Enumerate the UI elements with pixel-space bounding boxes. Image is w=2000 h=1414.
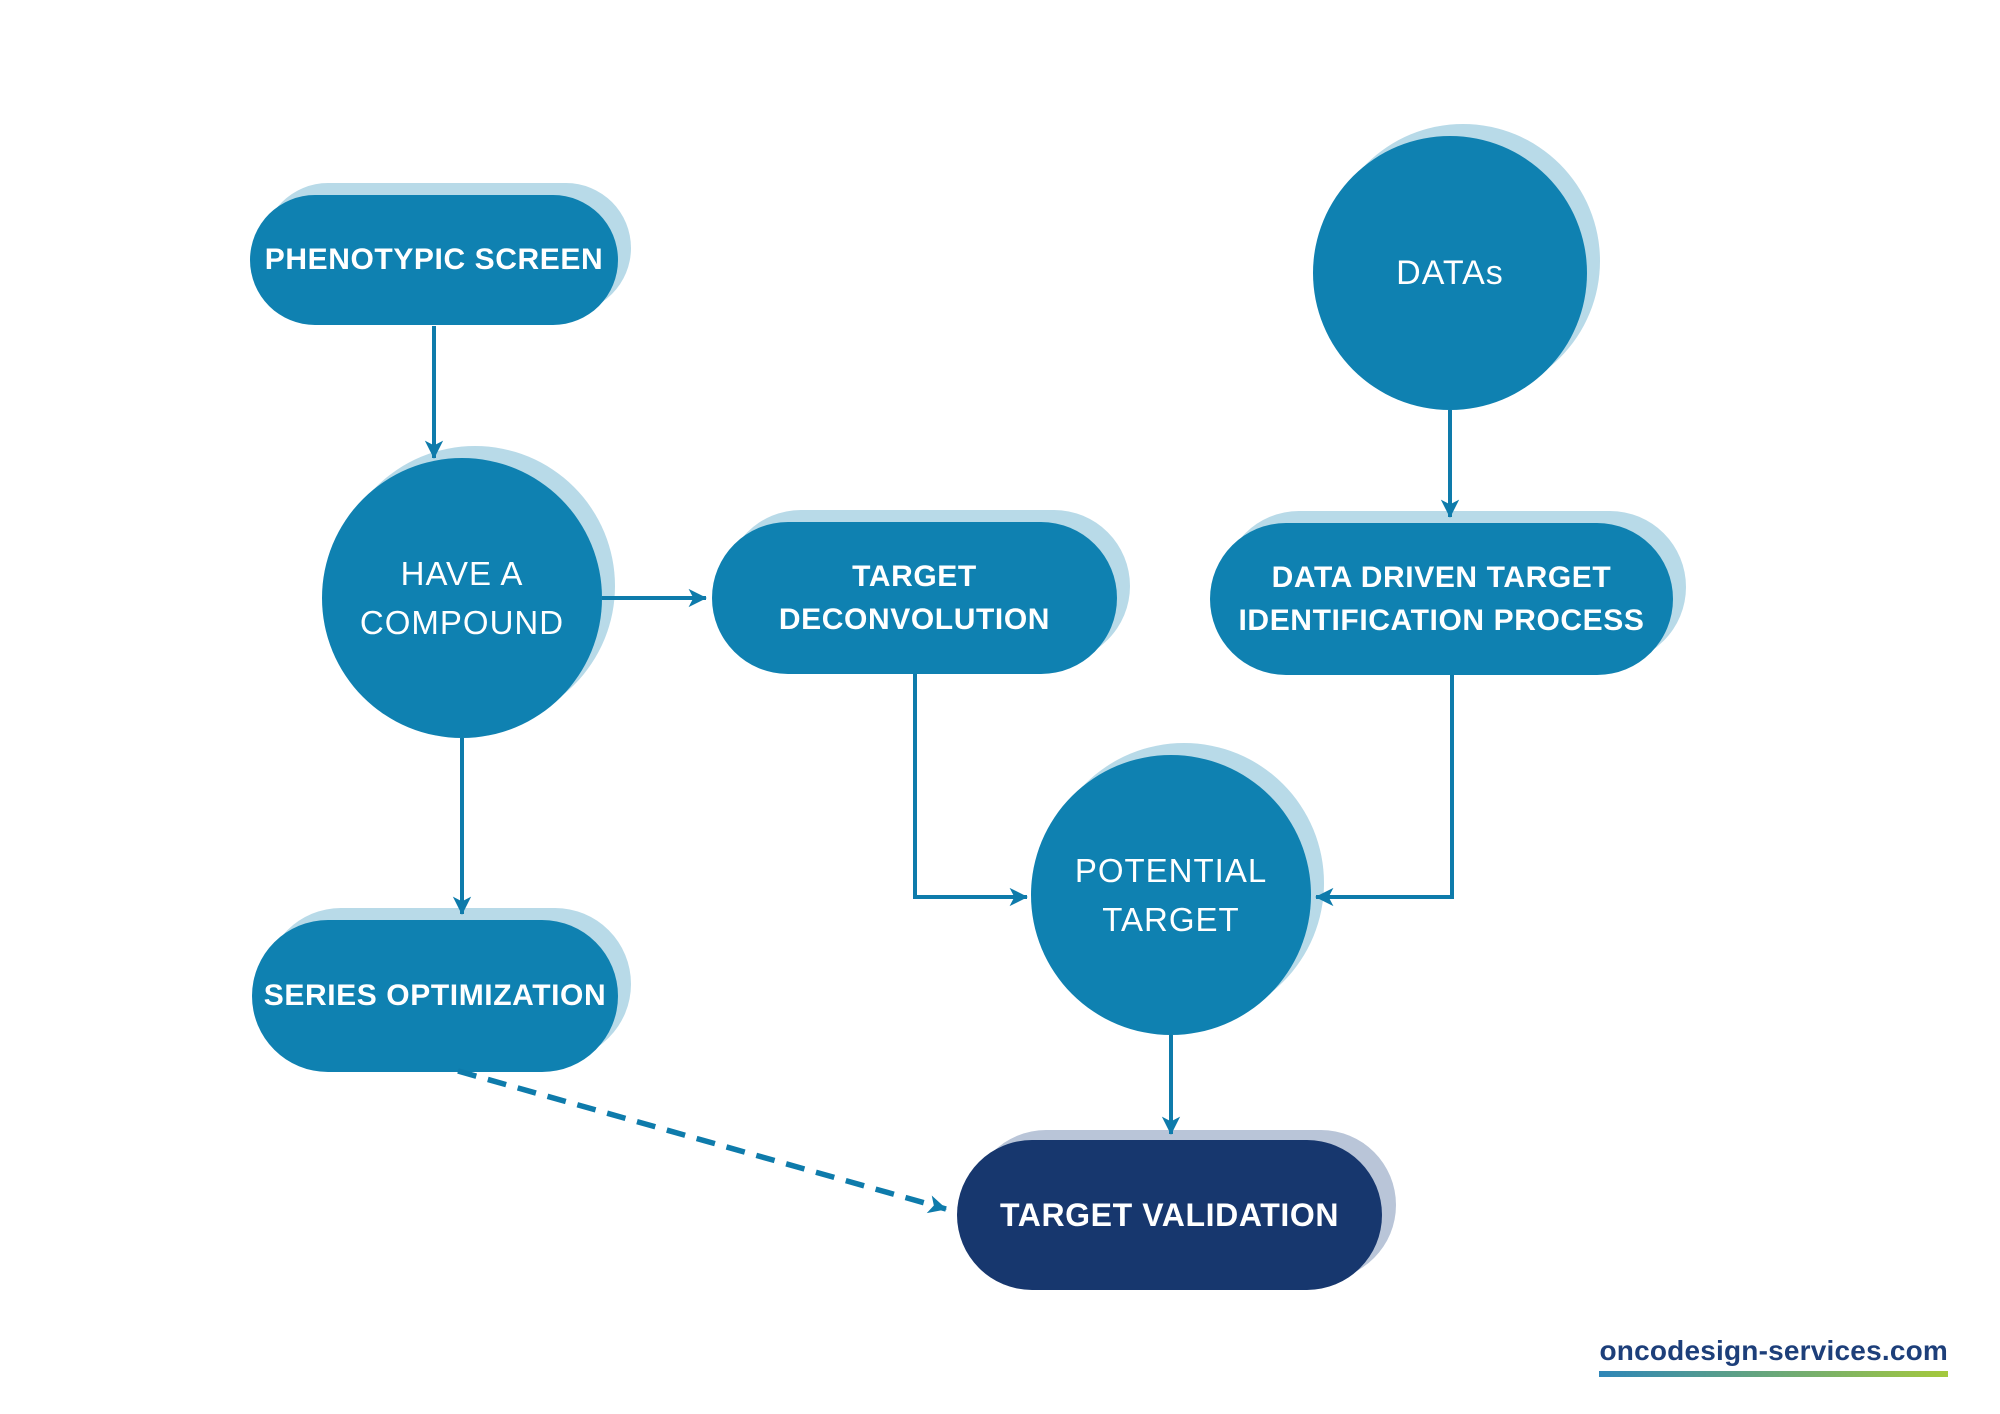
node-target-deconvolution: TARGET DECONVOLUTION xyxy=(712,522,1117,674)
connector-datadriven-to-potential xyxy=(1315,675,1454,907)
node-phenotypic-screen: PHENOTYPIC SCREEN xyxy=(250,195,618,325)
node-datas-label: DATAs xyxy=(1396,253,1504,292)
connector-deconvolution-to-potential xyxy=(913,674,1028,907)
node-potential-target: POTENTIAL TARGET xyxy=(1031,755,1311,1035)
node-data-driven-target-identification: DATA DRIVEN TARGET IDENTIFICATION PROCES… xyxy=(1210,523,1673,675)
node-have-a-compound: HAVE A COMPOUND xyxy=(322,458,602,738)
node-phenotypic-screen-label: PHENOTYPIC SCREEN xyxy=(264,243,604,277)
footer: oncodesign-services.com xyxy=(1599,1335,1948,1377)
node-have-a-compound-label: HAVE A COMPOUND xyxy=(359,554,565,642)
node-datas: DATAs xyxy=(1313,136,1587,410)
node-data-driven-label: DATA DRIVEN TARGET IDENTIFICATION PROCES… xyxy=(1238,560,1645,638)
node-potential-target-label: POTENTIAL TARGET xyxy=(1074,851,1268,939)
connector-series-to-validation-dashed xyxy=(457,1068,947,1214)
node-target-validation: TARGET VALIDATION xyxy=(957,1140,1382,1290)
node-series-optimization-label: SERIES OPTIMIZATION xyxy=(263,979,607,1013)
node-target-deconvolution-label: TARGET DECONVOLUTION xyxy=(778,559,1051,637)
node-series-optimization: SERIES OPTIMIZATION xyxy=(252,920,618,1072)
footer-website-link[interactable]: oncodesign-services.com xyxy=(1599,1335,1948,1377)
node-target-validation-label: TARGET VALIDATION xyxy=(999,1196,1340,1233)
